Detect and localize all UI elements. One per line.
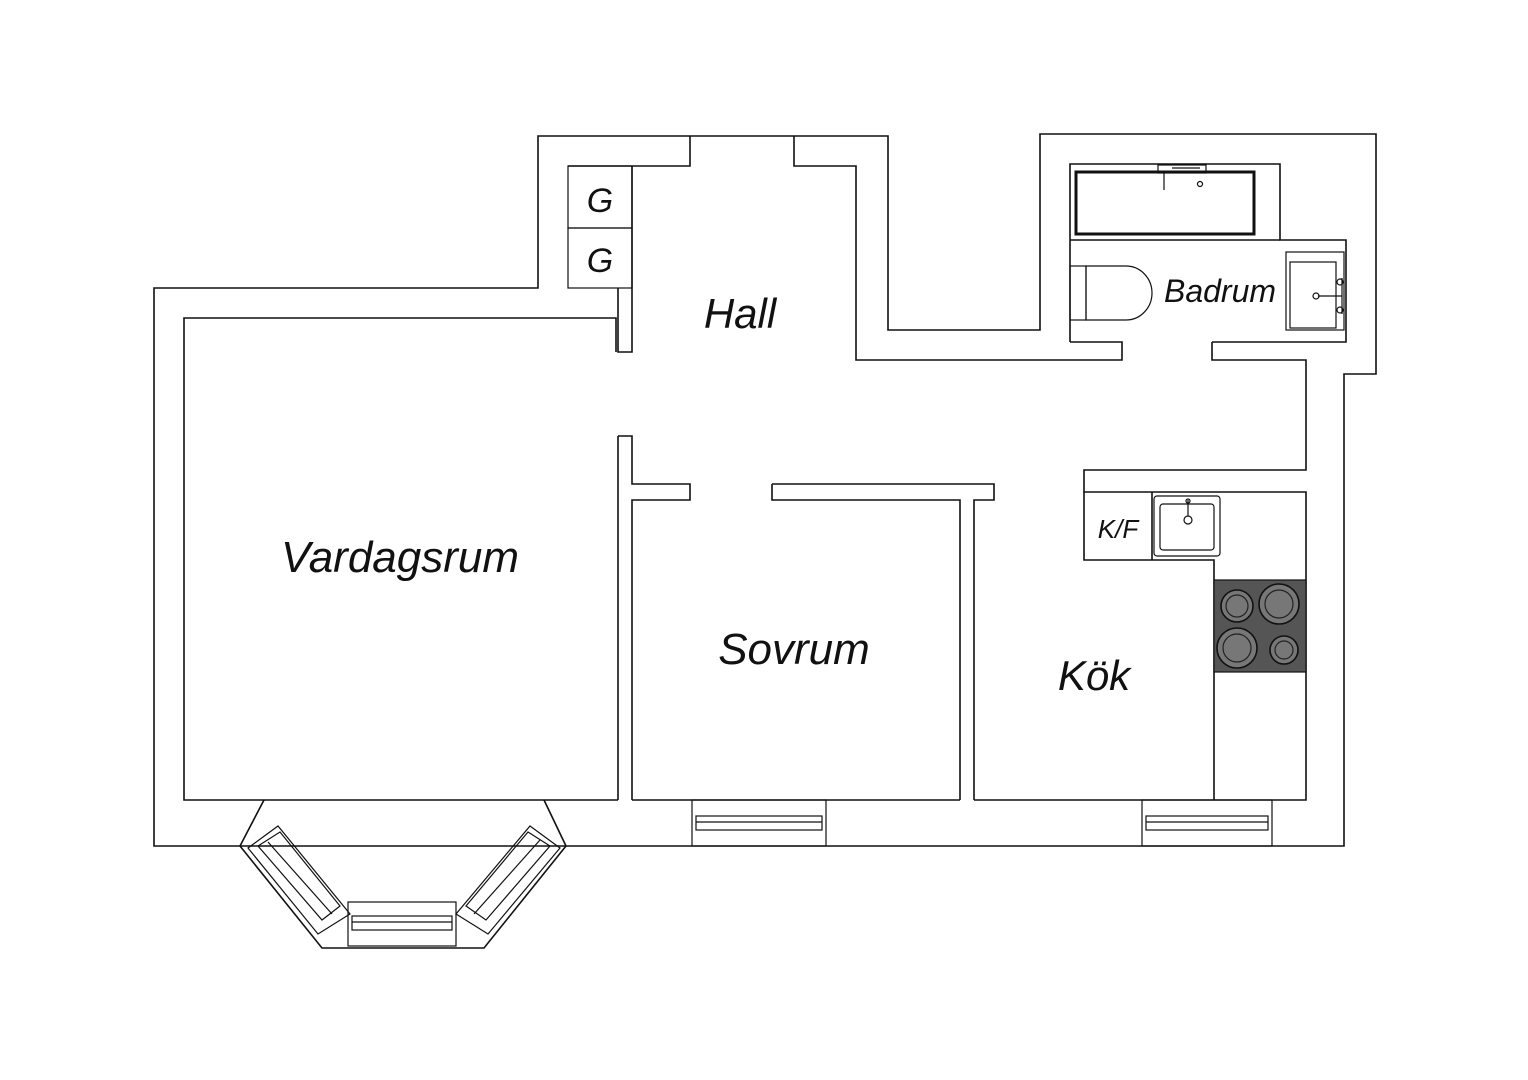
room-label-hall: Hall xyxy=(704,290,778,337)
outer-walls xyxy=(153,133,1377,847)
bathtub-icon xyxy=(1074,164,1256,236)
room-label-kok: Kök xyxy=(1058,652,1132,699)
closets: G G xyxy=(567,165,633,289)
fridge-freezer-label: K/F xyxy=(1098,514,1141,544)
bay-window-left xyxy=(247,825,351,935)
kitchen-sink-icon xyxy=(1153,495,1221,557)
stove-icon xyxy=(1213,579,1307,673)
closet-label-1: G xyxy=(587,182,613,220)
sovrum-walls: Sovrum xyxy=(632,625,960,847)
badrum-walls: Badrum xyxy=(1069,163,1347,343)
room-label-vardagsrum: Vardagsrum xyxy=(281,533,519,582)
closet-label-2: G xyxy=(587,242,613,280)
washbasin-icon xyxy=(1285,251,1345,331)
kok-window xyxy=(1141,799,1273,847)
hall-walls xyxy=(568,136,1307,800)
kok-walls: K/F Kök xyxy=(974,491,1307,847)
toilet-icon xyxy=(1069,265,1153,321)
vardagsrum-walls: Vardagsrum xyxy=(183,317,618,949)
room-label-badrum: Badrum xyxy=(1164,273,1276,309)
bay-window-center xyxy=(347,901,457,947)
sovrum-window xyxy=(691,799,827,847)
room-label-sovrum: Sovrum xyxy=(718,625,870,674)
bay-window-right xyxy=(455,825,561,935)
